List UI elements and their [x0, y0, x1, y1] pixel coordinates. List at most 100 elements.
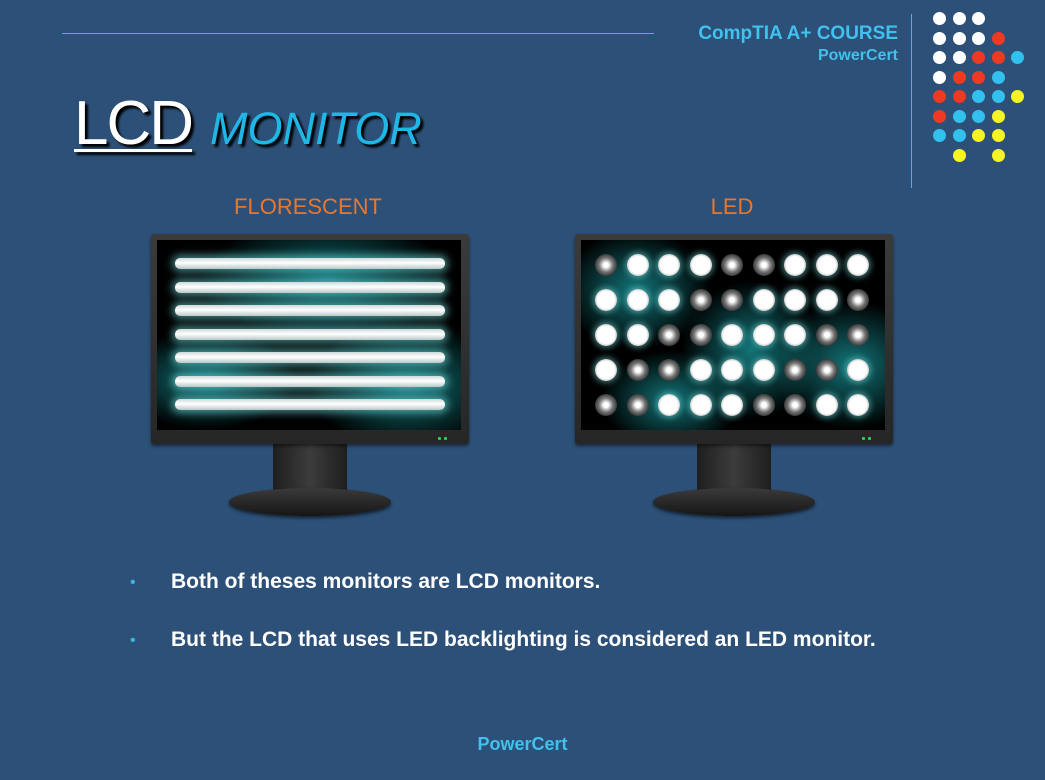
decor-dot	[972, 70, 985, 84]
header-vertical-rule	[911, 14, 912, 188]
led-bulb	[721, 359, 743, 381]
decor-dot	[972, 109, 985, 123]
led-bulb	[847, 254, 869, 276]
monitor-stand-base	[229, 488, 391, 516]
florescent-tube	[175, 352, 445, 363]
led-bulb	[689, 254, 712, 276]
led-bulb	[784, 289, 806, 311]
decor-dot	[952, 109, 966, 123]
florescent-screen	[157, 240, 461, 430]
brand-name: PowerCert	[817, 47, 898, 64]
decor-dot	[1011, 90, 1024, 103]
led-bulb	[626, 324, 649, 346]
florescent-tube	[175, 281, 445, 293]
monitor-bezel	[575, 234, 893, 444]
power-led-icon	[438, 437, 441, 440]
led-bulb	[784, 324, 806, 346]
decor-dot	[972, 31, 985, 45]
florescent-tube	[175, 375, 445, 387]
decor-dot	[933, 70, 946, 84]
led-bulb	[595, 394, 617, 416]
decor-dot	[991, 129, 1005, 142]
led-bulb	[626, 254, 649, 276]
decor-dot	[991, 70, 1005, 84]
decor-dot	[952, 51, 966, 64]
led-screen	[581, 240, 885, 430]
led-bulb	[721, 324, 743, 346]
led-bulb	[784, 394, 806, 416]
footer-brand: PowerCert	[477, 734, 568, 754]
monitor-bezel	[151, 234, 469, 444]
led-bulb	[689, 394, 712, 416]
decor-dot	[991, 31, 1005, 45]
bullet-text: But the LCD that uses LED backlighting i…	[171, 628, 876, 651]
led-bulb	[752, 254, 775, 276]
decor-dot	[933, 109, 946, 123]
led-bulb	[847, 289, 869, 311]
led-bulb	[784, 254, 806, 276]
led-bulb	[658, 289, 680, 311]
led-bulb	[658, 359, 680, 381]
led-bulb	[815, 324, 838, 346]
decor-dot	[991, 109, 1005, 123]
led-bulb	[847, 324, 869, 346]
led-bulb	[721, 394, 743, 416]
led-bulb	[595, 254, 617, 276]
bullet-icon: •	[130, 574, 136, 591]
power-led-icon	[444, 437, 447, 440]
decor-dot	[952, 129, 966, 142]
led-bulb	[658, 254, 680, 276]
power-led-icon	[868, 437, 871, 440]
decor-dot	[1011, 51, 1024, 64]
led-bulb	[658, 394, 680, 416]
decor-dot	[991, 51, 1005, 64]
led-bulb	[752, 394, 775, 416]
led-label: LED	[710, 194, 754, 219]
led-bulb	[626, 359, 649, 381]
title-lcd: LCD	[74, 89, 194, 158]
header-rule	[62, 33, 654, 34]
decor-dot	[952, 12, 966, 25]
bullet-icon: •	[130, 632, 136, 649]
led-bulb	[815, 359, 838, 381]
florescent-tube	[175, 258, 445, 269]
decor-dot	[972, 51, 985, 64]
course-header: CompTIA A+ COURSE PowerCert	[698, 22, 898, 66]
power-led-icon	[862, 437, 865, 440]
led-bulb	[815, 254, 838, 276]
led-bulb	[752, 359, 775, 381]
decor-dot	[991, 90, 1005, 103]
decor-dot	[952, 148, 966, 162]
decor-dot	[933, 51, 946, 64]
led-bulb	[721, 254, 743, 276]
decor-dot	[972, 129, 985, 142]
decor-dot	[933, 12, 946, 25]
decor-dot	[991, 148, 1005, 162]
led-monitor	[575, 234, 893, 519]
course-title: CompTIA A+ COURSE	[698, 23, 898, 44]
decor-dot	[933, 90, 946, 103]
led-bulb	[815, 394, 838, 416]
led-bulb	[595, 359, 617, 381]
led-bulb	[626, 394, 649, 416]
florescent-tube	[175, 328, 445, 340]
led-bulb	[595, 324, 617, 346]
led-bulb	[847, 359, 869, 381]
led-bulb	[721, 289, 743, 311]
decor-dot	[952, 31, 966, 45]
florescent-monitor	[151, 234, 469, 519]
led-bulb	[658, 324, 680, 346]
led-bulb	[752, 324, 775, 346]
decor-dot	[933, 129, 946, 142]
led-bulb	[626, 289, 649, 311]
florescent-tube	[175, 305, 445, 316]
decor-dot	[952, 90, 966, 103]
led-bulb	[752, 289, 775, 311]
florescent-tube	[175, 399, 445, 410]
florescent-label: FLORESCENT	[234, 194, 382, 219]
led-bulb	[689, 324, 712, 346]
decor-dot	[933, 31, 946, 45]
bullet-text: Both of theses monitors are LCD monitors…	[171, 570, 601, 593]
led-bulb	[847, 394, 869, 416]
